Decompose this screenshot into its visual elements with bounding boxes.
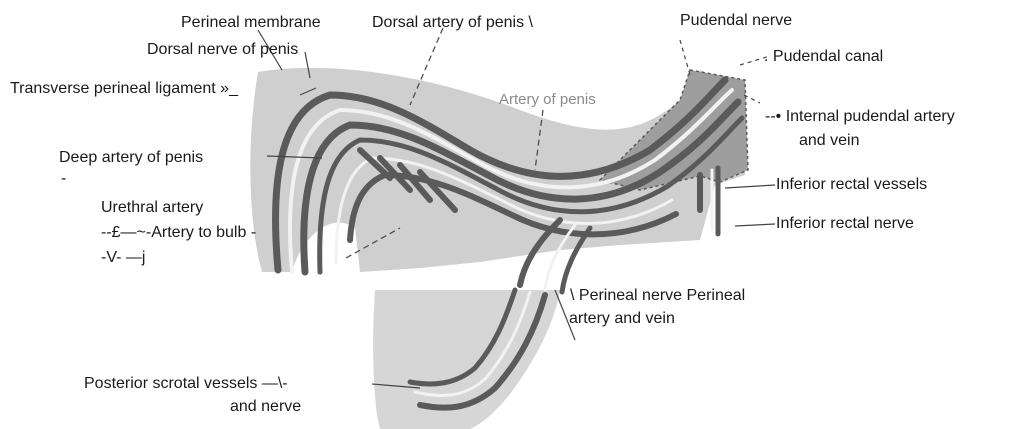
label-pudendal-nerve: Pudendal nerve — [680, 12, 792, 30]
label-deep-artery-dash: - — [61, 170, 66, 188]
label-dorsal-artery-of-penis: Dorsal artery of penis \ — [372, 14, 533, 32]
label-inferior-rectal-vessels: Inferior rectal vessels — [776, 176, 927, 194]
label-perineal-membrane: Perineal membrane — [181, 14, 321, 32]
scrotal-region — [373, 290, 560, 429]
label-v-mark: -V- —j — [101, 249, 145, 267]
label-transverse-perineal-ligament: Transverse perineal ligament »_ — [10, 80, 238, 98]
label-pudendal-canal: . Pudendal canal — [764, 48, 883, 66]
label-internal-pudendal-line1: --• Internal pudendal artery — [765, 108, 955, 126]
label-deep-artery-of-penis: Deep artery of penis — [59, 149, 203, 167]
label-urethral-artery: Urethral artery — [101, 199, 203, 217]
label-inferior-rectal-nerve: Inferior rectal nerve — [776, 215, 914, 233]
label-posterior-scrotal-line2: and nerve — [230, 398, 301, 416]
label-perineal-nerve-line1: \ Perineal nerve Perineal — [570, 287, 745, 305]
label-artery-of-penis: Artery of penis — [499, 91, 596, 109]
label-posterior-scrotal-line1: Posterior scrotal vessels —\- — [84, 375, 288, 393]
label-artery-to-bulb: --£—~-Artery to bulb - — [101, 224, 256, 242]
label-internal-pudendal-line2: and vein — [799, 132, 860, 150]
label-dorsal-nerve-of-penis: Dorsal nerve of penis — [147, 41, 298, 59]
label-perineal-nerve-line2: artery and vein — [569, 310, 675, 328]
